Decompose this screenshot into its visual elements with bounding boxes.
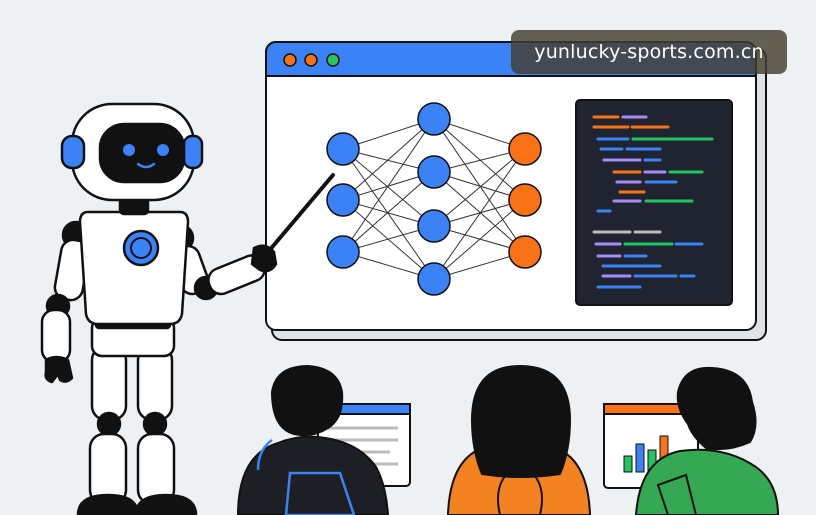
pointer-stick — [266, 173, 335, 254]
audience-person-right — [603, 366, 780, 515]
bar-chart-icon — [623, 435, 669, 473]
hidden-layer-nodes — [417, 102, 451, 296]
output-layer-nodes — [508, 132, 542, 269]
code-panel — [575, 99, 733, 306]
code-lines-icon — [592, 115, 714, 289]
window-controls-icon — [283, 53, 340, 67]
input-layer-nodes — [326, 132, 360, 269]
robot-icon — [40, 102, 335, 515]
neural-network-diagram — [326, 102, 542, 296]
watermark-label: yunlucky-sports.com.cn — [511, 30, 787, 74]
audience-person-left — [236, 364, 411, 515]
audience-person-middle — [446, 364, 592, 515]
